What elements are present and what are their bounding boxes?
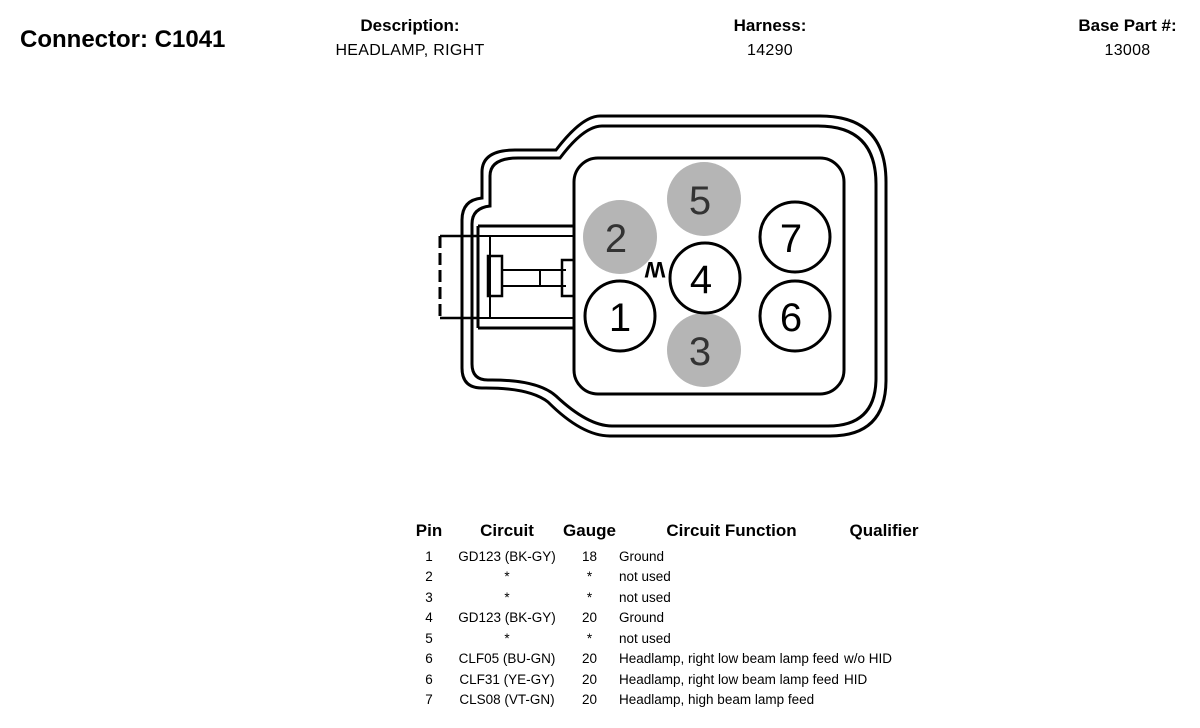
pin-5-circle <box>667 162 741 236</box>
base-part-value: 13008 <box>1104 42 1151 59</box>
pin-6-circle <box>758 279 832 353</box>
pin-7-circle <box>758 200 832 274</box>
cell-function: not used <box>619 569 671 585</box>
base-part-label: Base Part #: <box>1078 16 1177 35</box>
housing-outer <box>460 114 888 438</box>
cell-function: Headlamp, high beam lamp feed <box>619 692 815 708</box>
base-part-block: Base Part #: 13008 <box>1060 16 1195 60</box>
cell-function: not used <box>619 589 671 605</box>
description-block: Description: HEADLAMP, RIGHT <box>310 16 510 60</box>
cell-qualifier: HID <box>844 671 868 687</box>
cell-qualifier: w/o HID <box>844 651 893 667</box>
cell-gauge: 20 <box>581 671 598 687</box>
cell-circuit: * <box>504 630 510 646</box>
col-header-gauge: Gauge <box>563 521 616 540</box>
table-row: 7 CLS08 (VT-GN) 20 Headlamp, high beam l… <box>406 690 924 711</box>
col-header-qualifier: Qualifier <box>849 521 919 540</box>
pin-5-label: 5 <box>689 179 711 223</box>
col-header-circuit: Circuit <box>480 521 534 540</box>
cell-pin: 1 <box>425 548 433 564</box>
cell-pin: 5 <box>425 630 433 646</box>
pin-circuit-table: Pin Circuit Gauge Circuit Function Quali… <box>406 520 924 710</box>
harness-value: 14290 <box>747 42 793 59</box>
cell-circuit: * <box>504 589 510 605</box>
cell-qualifier <box>844 608 924 629</box>
pin-7-label: 7 <box>780 217 802 261</box>
cell-gauge: * <box>586 630 593 646</box>
cell-qualifier <box>844 628 924 649</box>
cell-qualifier <box>844 546 924 567</box>
cell-function: Ground <box>619 548 665 564</box>
pin-4-label: 4 <box>690 258 712 302</box>
cell-qualifier <box>844 567 924 588</box>
cell-gauge: 20 <box>581 651 598 667</box>
description-value: HEADLAMP, RIGHT <box>335 42 485 59</box>
col-header-pin: Pin <box>415 521 443 540</box>
table-row: 5 * * not used <box>406 628 924 649</box>
pin-4-circle <box>668 241 742 315</box>
cell-circuit: GD123 (BK-GY) <box>458 548 556 564</box>
pin-3-circle <box>667 313 741 387</box>
latch-tab <box>486 254 504 298</box>
cell-pin: 2 <box>425 569 433 585</box>
latch-tab <box>560 258 576 298</box>
table-row: 6 CLF05 (BU-GN) 20 Headlamp, right low b… <box>406 649 924 670</box>
pin-4: 4 <box>668 241 742 315</box>
harness-block: Harness: 14290 <box>690 16 850 60</box>
connector-face-diagram: W 1 2 3 4 5 6 7 <box>438 114 888 438</box>
cell-pin: 3 <box>425 589 433 605</box>
pin-1: 1 <box>583 279 657 353</box>
cell-pin: 7 <box>425 692 433 708</box>
col-header-function: Circuit Function <box>666 521 797 540</box>
cell-gauge: 18 <box>581 548 598 564</box>
cell-function: Headlamp, right low beam lamp feed <box>619 671 839 687</box>
cell-function: Ground <box>619 610 665 626</box>
pin-3-label: 3 <box>689 330 711 374</box>
cell-function: Headlamp, right low beam lamp feed <box>619 651 839 667</box>
cell-gauge: * <box>586 589 593 605</box>
connector-title: Connector: C1041 <box>20 26 226 53</box>
connector-header: Connector: C1041 Description: HEADLAMP, … <box>0 0 1200 80</box>
pin-3: 3 <box>667 313 741 387</box>
pin-2-circle <box>583 200 657 274</box>
pin-6: 6 <box>758 279 832 353</box>
table-row: 6 CLF31 (YE-GY) 20 Headlamp, right low b… <box>406 669 924 690</box>
pin-7: 7 <box>758 200 832 274</box>
table-row: 2 * * not used <box>406 567 924 588</box>
harness-label: Harness: <box>733 16 807 35</box>
pin-5: 5 <box>667 162 741 236</box>
table-header-row: Pin Circuit Gauge Circuit Function Quali… <box>406 520 924 546</box>
cell-qualifier <box>844 690 924 711</box>
table-row: 3 * * not used <box>406 587 924 608</box>
cell-circuit: CLS08 (VT-GN) <box>459 692 555 708</box>
pin-6-label: 6 <box>780 296 802 340</box>
pin-1-label: 1 <box>609 296 631 340</box>
table-row: 4 GD123 (BK-GY) 20 Ground <box>406 608 924 629</box>
cell-gauge: * <box>586 569 593 585</box>
cell-circuit: * <box>504 569 510 585</box>
cell-circuit: CLF05 (BU-GN) <box>458 651 556 667</box>
key-mark: W <box>644 257 665 282</box>
cell-circuit: GD123 (BK-GY) <box>458 610 556 626</box>
cell-pin: 6 <box>425 671 433 687</box>
pin-1-circle <box>583 279 657 353</box>
cell-function: not used <box>619 630 671 646</box>
cell-qualifier <box>844 587 924 608</box>
cell-circuit: CLF31 (YE-GY) <box>459 671 555 687</box>
cell-pin: 6 <box>425 651 433 667</box>
pin-2-label: 2 <box>605 217 627 261</box>
description-label: Description: <box>360 16 460 35</box>
table-row: 1 GD123 (BK-GY) 18 Ground <box>406 546 924 567</box>
cell-gauge: 20 <box>581 692 598 708</box>
cell-gauge: 20 <box>581 610 598 626</box>
cell-pin: 4 <box>425 610 433 626</box>
housing-outer-inner-line <box>470 124 878 428</box>
pin-2: 2 <box>583 200 657 274</box>
